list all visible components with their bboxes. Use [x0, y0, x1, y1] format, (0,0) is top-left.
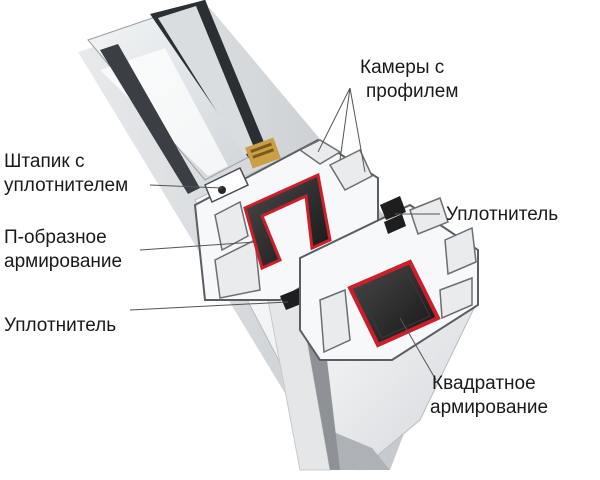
label-u-reinforcement-line-1: П-образное [4, 227, 107, 248]
label-seal-right: Уплотнитель [446, 204, 559, 225]
u-shaped-reinforcement [243, 172, 332, 271]
label-chambers-line-2: профилем [366, 81, 459, 102]
label-glazing-bead-line-2: уплотнителем [4, 175, 129, 196]
leader-chambers-1 [317, 87, 351, 153]
label-chambers: Камеры с профилем [360, 56, 458, 104]
label-u-reinforcement: П-образное армирование [4, 226, 122, 274]
label-seal-left: Уплотнитель [4, 315, 117, 336]
label-chambers-line-1: Камеры с [360, 57, 445, 78]
leader-square-reinforcement [399, 317, 437, 381]
glazing-unit [87, 0, 281, 194]
label-glazing-bead-line-1: Штапик с [4, 151, 85, 172]
label-square-reinforcement-line-2: армирование [430, 397, 549, 418]
leader-u-reinforcement [139, 241, 256, 251]
leader-seal-left [129, 301, 289, 311]
frame-cross-section [299, 196, 479, 361]
glazing-bead-seal [218, 186, 226, 194]
label-square-reinforcement-line-1: Квадратное [432, 373, 536, 394]
label-u-reinforcement-line-2: армирование [4, 251, 123, 272]
leader-glazing-bead [149, 184, 223, 189]
label-square-reinforcement: Квадратное армирование [430, 372, 548, 420]
leader-chambers-2 [339, 87, 351, 161]
leader-lines [129, 87, 440, 381]
label-glazing-bead: Штапик с уплотнителем [4, 150, 128, 198]
leader-chambers-3 [349, 87, 366, 173]
square-reinforcement [347, 259, 441, 348]
